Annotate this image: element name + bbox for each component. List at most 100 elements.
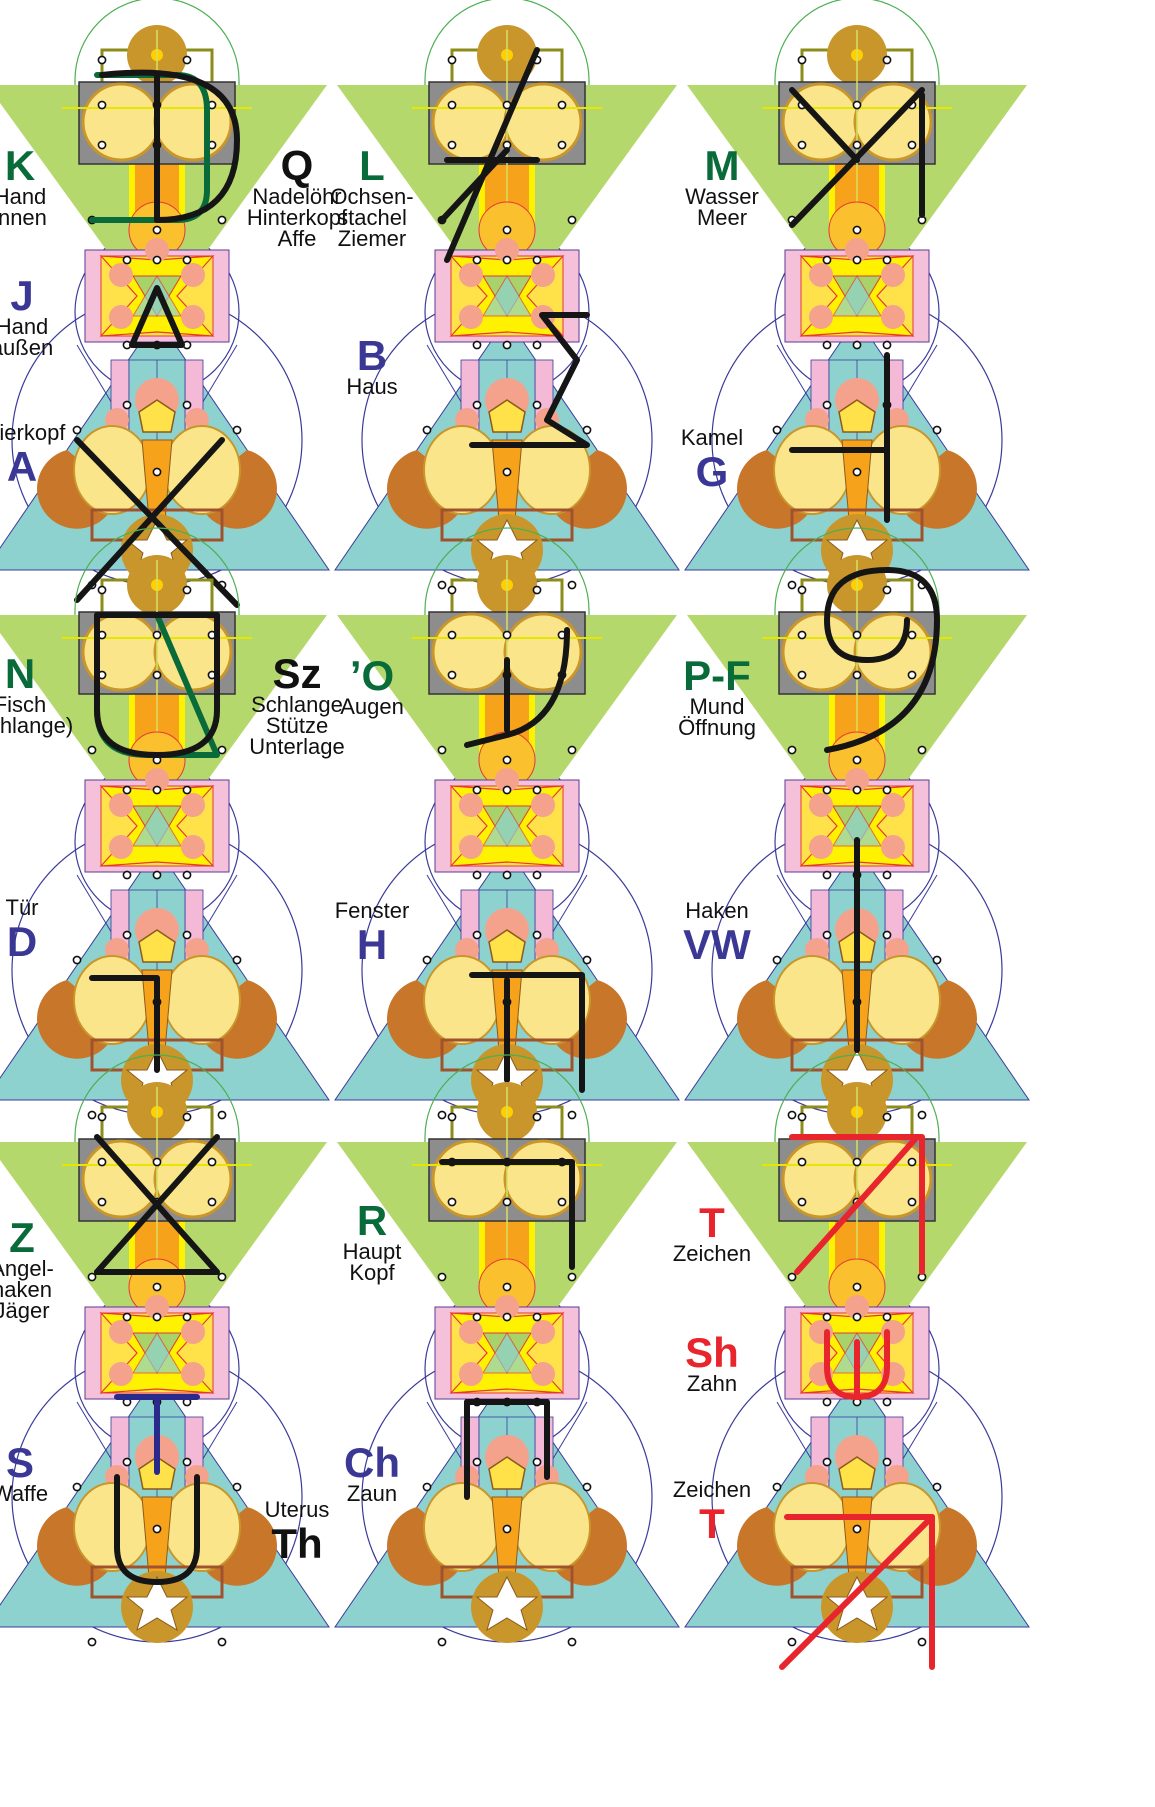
label-d-word: Tür <box>6 895 39 920</box>
heart-node <box>109 1362 133 1386</box>
node-dot <box>883 786 890 793</box>
node-dot <box>773 1483 780 1490</box>
node-dot <box>153 1525 160 1532</box>
panel-m-g: MWasserMeerKamelG <box>681 0 1029 589</box>
node-dot <box>823 1458 830 1465</box>
node-dot <box>473 1458 480 1465</box>
node-dot <box>798 671 805 678</box>
heart-node <box>181 793 205 817</box>
label-sh-word: Zahn <box>687 1371 737 1396</box>
node-dot <box>123 871 130 878</box>
label-th-letter: Th <box>271 1520 322 1567</box>
node-dot <box>448 56 455 63</box>
label-z-word: Jäger <box>0 1298 50 1323</box>
label-sz-word: Unterlage <box>249 734 344 759</box>
panel-kq-ja: KHandinnenQNadelöhrHinterkopfAffeJHandau… <box>0 0 348 605</box>
node-dot <box>788 581 795 588</box>
node-dot <box>88 1273 95 1280</box>
heart-node <box>459 793 483 817</box>
label-z: ZAngel-hakenJäger <box>0 1214 54 1323</box>
node-dot <box>233 956 240 963</box>
node-dot <box>533 871 540 878</box>
node-dot <box>853 1525 860 1532</box>
heart-node <box>809 263 833 287</box>
label-d: TürD <box>6 895 39 965</box>
node-dot <box>153 871 160 878</box>
node-dot <box>853 141 860 148</box>
left-hip <box>74 956 150 1044</box>
heart-node <box>181 305 205 329</box>
node-dot <box>123 931 130 938</box>
node-dot <box>503 756 510 763</box>
node-dot <box>503 1283 510 1290</box>
panel-nsz-d: NFisch(Schlange)SzSchlangeStützeUnterlag… <box>0 528 345 1119</box>
label-s-letter: S <box>6 1439 34 1486</box>
node-dot <box>73 956 80 963</box>
label-k-letter: K <box>5 142 35 189</box>
node-dot <box>183 1313 190 1320</box>
node-dot <box>503 631 510 638</box>
panel-t-sh-t: TZeichenShZahnZeichenT <box>673 1055 1029 1667</box>
panel-o-h: ’OAugenFensterH <box>335 528 679 1119</box>
label-j: JHandaußen <box>0 272 53 360</box>
heart-node <box>109 263 133 287</box>
label-vw-word: Haken <box>685 898 749 923</box>
label-vw: HakenVW <box>683 898 751 968</box>
node-dot <box>503 1313 510 1320</box>
label-a-letter: A <box>7 443 37 490</box>
node-dot <box>503 1198 510 1205</box>
node-dot <box>908 671 915 678</box>
left-hip <box>774 1483 850 1571</box>
node-dot <box>183 56 190 63</box>
label-s-word: Waffe <box>0 1481 48 1506</box>
node-dot <box>153 256 160 263</box>
node-dot <box>448 631 455 638</box>
node-dot <box>503 226 510 233</box>
node-dot <box>798 1113 805 1120</box>
right-hip <box>864 426 940 514</box>
heart-node <box>531 793 555 817</box>
node-dot <box>853 256 860 263</box>
node-dot <box>448 586 455 593</box>
right-hip <box>164 1483 240 1571</box>
node-dot <box>568 1638 575 1645</box>
panel-pf-vw: P-FMundÖffnungHakenVW <box>678 528 1029 1119</box>
node-dot <box>448 101 455 108</box>
label-b-letter: B <box>357 332 387 379</box>
node-dot <box>773 426 780 433</box>
left-hip <box>424 426 500 514</box>
node-dot <box>558 101 565 108</box>
node-dot <box>503 786 510 793</box>
node-dot <box>438 1273 445 1280</box>
node-dot <box>183 1458 190 1465</box>
label-o-letter: ’O <box>350 652 394 699</box>
node-dot <box>853 226 860 233</box>
node-dot <box>218 1638 225 1645</box>
node-dot <box>533 1313 540 1320</box>
heart-node <box>109 1320 133 1344</box>
node-dot <box>218 1273 225 1280</box>
node-dot <box>533 341 540 348</box>
left-eye <box>83 1141 159 1217</box>
node-dot <box>73 1483 80 1490</box>
node-dot <box>473 871 480 878</box>
heart-node <box>181 835 205 859</box>
node-dot <box>448 671 455 678</box>
node-dot <box>98 1113 105 1120</box>
left-eye <box>433 1141 509 1217</box>
node-dot <box>568 746 575 753</box>
node-dot <box>98 56 105 63</box>
heart-node <box>881 793 905 817</box>
node-dot <box>798 586 805 593</box>
label-a-word: Stierkopf <box>0 420 66 445</box>
heart-node <box>109 793 133 817</box>
node-dot <box>908 1198 915 1205</box>
node-dot <box>533 786 540 793</box>
heart-node <box>531 1362 555 1386</box>
node-dot <box>153 468 160 475</box>
node-dot <box>183 871 190 878</box>
